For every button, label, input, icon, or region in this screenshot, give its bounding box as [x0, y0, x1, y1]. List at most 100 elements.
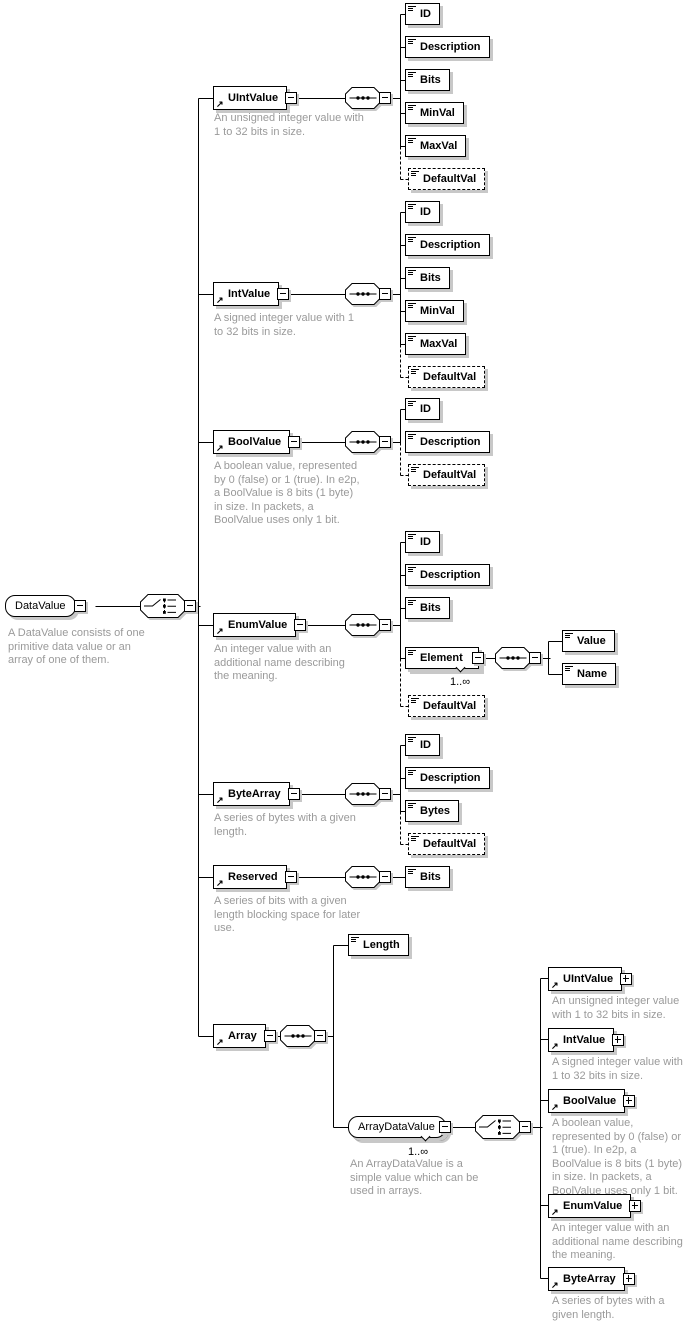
- element-node-defaultval[interactable]: DefaultVal: [408, 464, 486, 486]
- element-node-id[interactable]: ID: [405, 734, 440, 756]
- element-node-uintvalue[interactable]: ↗ UIntValue: [213, 86, 298, 110]
- root-box-datavalue[interactable]: DataValue: [5, 595, 76, 617]
- collapse-button[interactable]: [472, 652, 484, 664]
- element-box-reserved[interactable]: ↗ Reserved: [213, 865, 287, 889]
- collapse-button[interactable]: [285, 92, 298, 104]
- element-box-defaultval[interactable]: DefaultVal: [408, 464, 486, 486]
- element-node-enumvalue[interactable]: ↗ EnumValue: [213, 613, 307, 637]
- element-box-defaultval[interactable]: DefaultVal: [408, 695, 486, 717]
- element-node-minval[interactable]: MinVal: [405, 300, 464, 322]
- collapse-button[interactable]: [519, 1121, 531, 1133]
- element-node-maxval[interactable]: MaxVal: [405, 333, 467, 355]
- element-box-uintvalue[interactable]: ↗ UIntValue: [213, 86, 288, 110]
- expand-button[interactable]: [622, 1273, 635, 1285]
- element-box-description[interactable]: Description: [405, 431, 490, 453]
- element-node-bytes[interactable]: Bytes: [405, 800, 459, 822]
- root-node-datavalue[interactable]: DataValue: [5, 595, 86, 617]
- element-box-bits[interactable]: Bits: [405, 69, 450, 91]
- element-node-id[interactable]: ID: [405, 3, 440, 25]
- element-node-enumvalue[interactable]: ↗ EnumValue: [548, 1194, 642, 1218]
- element-box-boolvalue[interactable]: ↗ BoolValue: [548, 1089, 626, 1113]
- element-node-arraydatavalue[interactable]: ArrayDataValue: [348, 1116, 451, 1142]
- element-box-id[interactable]: ID: [405, 201, 440, 223]
- element-node-bits[interactable]: Bits: [405, 267, 450, 289]
- element-box-defaultval[interactable]: DefaultVal: [408, 833, 486, 855]
- collapse-button[interactable]: [439, 1121, 451, 1133]
- element-node-intvalue[interactable]: ↗ IntValue: [548, 1028, 625, 1052]
- element-node-boolvalue[interactable]: ↗ BoolValue: [548, 1089, 636, 1113]
- collapse-button[interactable]: [379, 436, 391, 448]
- element-node-maxval[interactable]: MaxVal: [405, 135, 467, 157]
- element-box-description[interactable]: Description: [405, 767, 490, 789]
- collapse-button[interactable]: [184, 600, 196, 612]
- element-node-defaultval[interactable]: DefaultVal: [408, 366, 486, 388]
- expand-button[interactable]: [623, 1095, 636, 1107]
- element-box-minval[interactable]: MinVal: [405, 300, 464, 322]
- element-box-id[interactable]: ID: [405, 398, 440, 420]
- element-box-description[interactable]: Description: [405, 564, 490, 586]
- element-node-description[interactable]: Description: [405, 431, 490, 453]
- element-box-length[interactable]: Length: [348, 934, 409, 956]
- element-box-enumvalue[interactable]: ↗ EnumValue: [213, 613, 297, 637]
- element-box-bytes[interactable]: Bytes: [405, 800, 459, 822]
- element-box-minval[interactable]: MinVal: [405, 102, 464, 124]
- element-node-id[interactable]: ID: [405, 201, 440, 223]
- element-box-maxval[interactable]: MaxVal: [405, 135, 467, 157]
- expand-button[interactable]: [629, 1200, 642, 1212]
- element-node-bytearray[interactable]: ↗ ByteArray: [213, 782, 300, 806]
- collapse-button[interactable]: [529, 652, 541, 664]
- collapse-button[interactable]: [379, 619, 391, 631]
- element-box-bytearray[interactable]: ↗ ByteArray: [213, 782, 290, 806]
- element-node-defaultval[interactable]: DefaultVal: [408, 695, 486, 717]
- element-box-id[interactable]: ID: [405, 3, 440, 25]
- element-box-boolvalue[interactable]: ↗ BoolValue: [213, 430, 291, 454]
- element-box-description[interactable]: Description: [405, 36, 490, 58]
- element-node-bits[interactable]: Bits: [405, 866, 450, 888]
- element-box-bytearray[interactable]: ↗ ByteArray: [548, 1267, 625, 1291]
- collapse-button[interactable]: [294, 619, 307, 631]
- element-node-reserved[interactable]: ↗ Reserved: [213, 865, 297, 889]
- element-node-id[interactable]: ID: [405, 531, 440, 553]
- element-box-intvalue[interactable]: ↗ IntValue: [548, 1028, 615, 1052]
- element-node-bits[interactable]: Bits: [405, 69, 450, 91]
- element-box-array[interactable]: ↗ Array: [213, 1024, 266, 1048]
- collapse-button[interactable]: [314, 1030, 326, 1042]
- collapse-button[interactable]: [379, 788, 391, 800]
- element-box-arraydatavalue[interactable]: ArrayDataValue: [348, 1116, 446, 1138]
- element-node-description[interactable]: Description: [405, 564, 490, 586]
- element-box-bits[interactable]: Bits: [405, 597, 450, 619]
- collapse-button[interactable]: [379, 288, 391, 300]
- expand-button[interactable]: [612, 1034, 625, 1046]
- element-box-name[interactable]: Name: [562, 663, 616, 685]
- collapse-button[interactable]: [263, 1030, 276, 1042]
- element-box-enumvalue[interactable]: ↗ EnumValue: [548, 1194, 632, 1218]
- collapse-button[interactable]: [379, 92, 391, 104]
- element-box-id[interactable]: ID: [405, 531, 440, 553]
- element-node-uintvalue[interactable]: ↗ UIntValue: [548, 967, 633, 991]
- element-box-intvalue[interactable]: ↗ IntValue: [213, 282, 280, 306]
- element-box-bits[interactable]: Bits: [405, 866, 450, 888]
- element-node-id[interactable]: ID: [405, 398, 440, 420]
- element-node-minval[interactable]: MinVal: [405, 102, 464, 124]
- expand-button[interactable]: [620, 973, 633, 985]
- element-box-defaultval[interactable]: DefaultVal: [408, 366, 486, 388]
- element-node-defaultval[interactable]: DefaultVal: [408, 168, 486, 190]
- element-node-description[interactable]: Description: [405, 36, 490, 58]
- element-node-boolvalue[interactable]: ↗ BoolValue: [213, 430, 301, 454]
- element-node-value[interactable]: Value: [562, 630, 615, 652]
- element-box-value[interactable]: Value: [562, 630, 615, 652]
- collapse-button[interactable]: [284, 871, 297, 883]
- element-box-defaultval[interactable]: DefaultVal: [408, 168, 486, 190]
- element-node-name[interactable]: Name: [562, 663, 616, 685]
- element-box-description[interactable]: Description: [405, 234, 490, 256]
- element-node-bytearray[interactable]: ↗ ByteArray: [548, 1267, 635, 1291]
- element-box-uintvalue[interactable]: ↗ UIntValue: [548, 967, 623, 991]
- collapse-button[interactable]: [73, 600, 86, 612]
- collapse-button[interactable]: [287, 788, 300, 800]
- element-node-description[interactable]: Description: [405, 767, 490, 789]
- element-node-array[interactable]: ↗ Array: [213, 1024, 276, 1048]
- element-node-description[interactable]: Description: [405, 234, 490, 256]
- element-node-intvalue[interactable]: ↗ IntValue: [213, 282, 290, 306]
- element-node-length[interactable]: Length: [348, 934, 409, 956]
- element-node-element[interactable]: Element: [405, 647, 484, 673]
